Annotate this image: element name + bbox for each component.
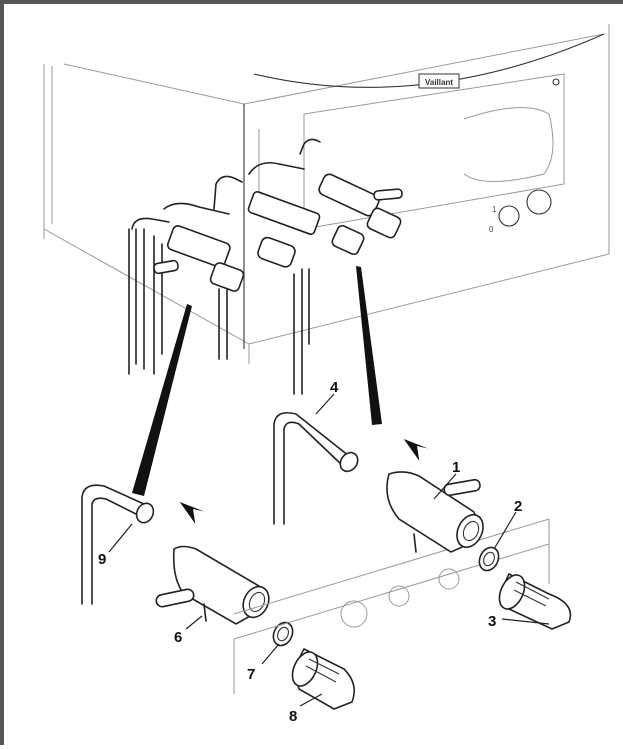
left-detail-assembly [81,484,355,710]
callout-1: 1 [452,459,460,476]
zoom-wedges [132,266,382,496]
callout-8: 8 [289,708,297,725]
callout-6: 6 [174,629,182,646]
callout-labels: 4 1 2 3 9 6 7 8 [98,379,522,725]
boiler-unit: Vaillant 1 0 [43,24,610,395]
dial-mark-bottom: 0 [489,225,494,234]
brand-logo: Vaillant [425,78,453,87]
callout-3: 3 [488,613,496,630]
callout-9: 9 [98,551,106,568]
dial-mark-top: 1 [492,205,497,214]
right-detail-assembly [233,411,572,694]
callout-7: 7 [247,666,255,683]
pressure-gauge-icon [526,189,552,215]
callout-leaders [108,393,550,707]
callout-4: 4 [330,379,339,396]
installation-diagram: Vaillant 1 0 [43,24,610,725]
control-dial-icon [498,205,520,227]
callout-2: 2 [514,498,522,515]
